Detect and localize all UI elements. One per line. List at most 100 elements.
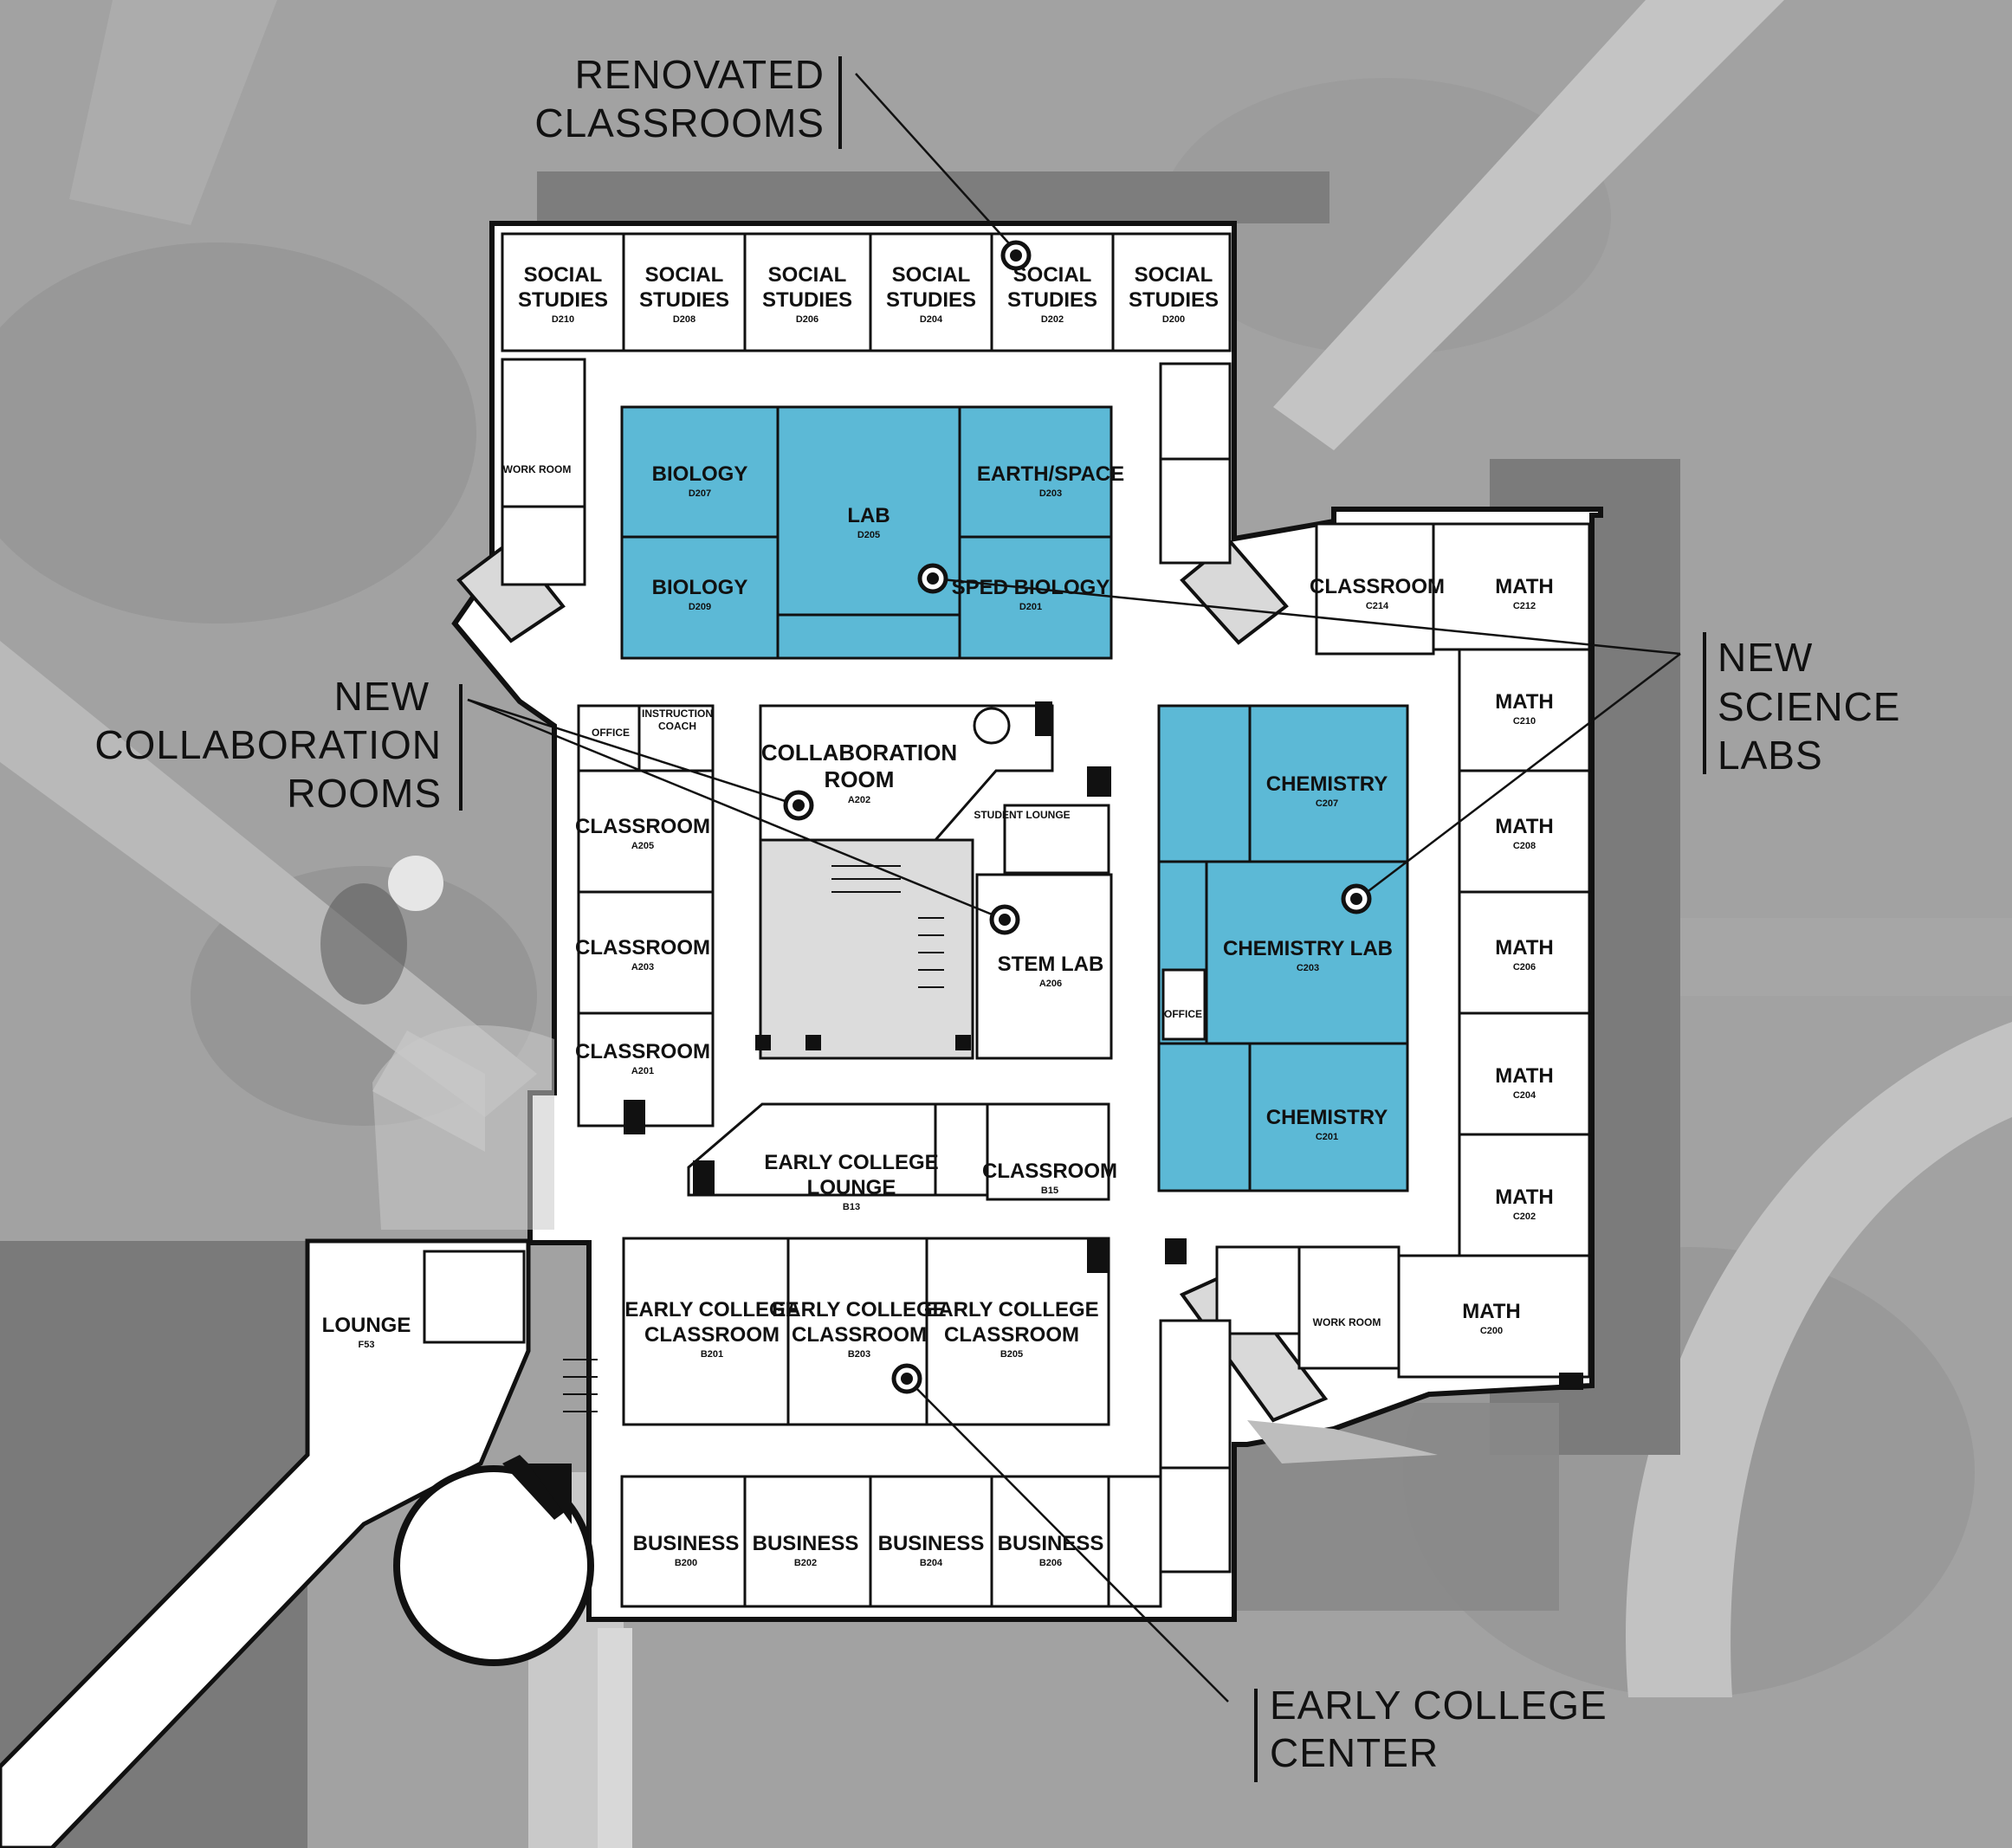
room-label-d205-line1: LAB: [847, 504, 890, 527]
callout-early-line2: CENTER: [1270, 1730, 1439, 1775]
room-number-c210: C210: [1513, 716, 1536, 727]
room-number-b202: B202: [794, 1558, 817, 1568]
room-label-b202-line1: BUSINESS: [753, 1532, 859, 1555]
room-label-d207-line1: BIOLOGY: [652, 462, 748, 486]
room-number-c204: C204: [1513, 1090, 1536, 1101]
room-label-c207-line1: CHEMISTRY: [1266, 772, 1388, 796]
rooms: [423, 232, 1591, 1608]
room-label-b201-line1: EARLY COLLEGE: [624, 1298, 799, 1321]
marker-dots: [783, 240, 1372, 1394]
room-labels: SOCIALSTUDIESD210SOCIALSTUDIESD208SOCIAL…: [322, 263, 1554, 1568]
room-number-a201: A201: [631, 1066, 654, 1076]
room-number-d203: D203: [1039, 488, 1062, 499]
room-label-c204-line1: MATH: [1495, 1064, 1554, 1088]
callout-early-college-center: EARLY COLLEGE CENTER: [1270, 1683, 1608, 1775]
callout-science-line2: SCIENCE: [1718, 684, 1900, 729]
room-label-b200-line1: BUSINESS: [633, 1532, 740, 1555]
room-number-d206: D206: [796, 314, 818, 325]
room-number-b206: B206: [1039, 1558, 1062, 1568]
room-number-a202: A202: [848, 795, 870, 805]
room-label-coach-line1: INSTRUCTION: [642, 708, 713, 720]
room-label-c212-line1: MATH: [1495, 575, 1554, 598]
room-number-c208: C208: [1513, 841, 1536, 851]
room-label-d200-line1: SOCIAL: [1135, 263, 1213, 287]
room-number-c206: C206: [1513, 962, 1536, 972]
room-label-a203-line1: CLASSROOM: [575, 936, 710, 960]
room-number-c214: C214: [1366, 601, 1389, 611]
callout-early-line1: EARLY COLLEGE: [1270, 1683, 1608, 1728]
room-label-d200-line2: STUDIES: [1129, 288, 1219, 312]
callout-new-collaboration-rooms: NEW COLLABORATION ROOMS: [94, 674, 442, 816]
room-number-b203: B203: [848, 1349, 870, 1360]
room-number-b205: B205: [1000, 1349, 1023, 1360]
room-label-d208-line2: STUDIES: [639, 288, 729, 312]
room-label-d208-line1: SOCIAL: [645, 263, 724, 287]
room-number-b13: B13: [843, 1202, 860, 1212]
room-label-a205-line1: CLASSROOM: [575, 815, 710, 838]
room-label-a201-line1: CLASSROOM: [575, 1040, 710, 1063]
room-number-c201: C201: [1316, 1132, 1338, 1142]
room-number-d209: D209: [689, 602, 711, 612]
room-label-b201-line2: CLASSROOM: [644, 1323, 780, 1347]
room-label-c200-line1: MATH: [1462, 1300, 1521, 1323]
callout-collab-line2: COLLABORATION: [94, 722, 442, 767]
room-label-d206-line1: SOCIAL: [768, 263, 847, 287]
room-number-b200: B200: [675, 1558, 697, 1568]
room-label-f53-line1: LOUNGE: [322, 1314, 411, 1337]
room-label-b13-line2: LOUNGE: [807, 1176, 896, 1199]
marker-renovated: [1000, 240, 1032, 271]
room-label-d209-line1: BIOLOGY: [652, 576, 748, 599]
room-label-c201-line1: CHEMISTRY: [1266, 1106, 1388, 1129]
marker-sped-biology: [917, 563, 948, 594]
room-number-b204: B204: [920, 1558, 943, 1568]
room-label-d210-line1: SOCIAL: [524, 263, 603, 287]
room-number-d204: D204: [920, 314, 943, 325]
room-number-d207: D207: [689, 488, 711, 499]
room-label-d206-line2: STUDIES: [762, 288, 852, 312]
room-label-a202-line1: COLLABORATION: [761, 740, 957, 766]
room-label-a206-line1: STEM LAB: [998, 953, 1104, 976]
room-label-student_lounge-line1: STUDENT LOUNGE: [974, 809, 1070, 821]
room-number-f53: F53: [359, 1340, 375, 1350]
room-number-a205: A205: [631, 841, 654, 851]
callout-new-science-labs: NEW SCIENCE LABS: [1718, 635, 1900, 778]
callout-leader-lines: [459, 56, 1706, 1782]
room-label-b15-line1: CLASSROOM: [982, 1160, 1117, 1183]
room-label-b204-line1: BUSINESS: [878, 1532, 985, 1555]
marker-chemistry-lab: [1341, 883, 1372, 914]
room-label-b203-line1: EARLY COLLEGE: [772, 1298, 946, 1321]
room-label-a202-line2: ROOM: [825, 766, 895, 792]
room-number-c212: C212: [1513, 601, 1536, 611]
callout-science-line3: LABS: [1718, 733, 1823, 778]
room-number-d205: D205: [857, 530, 880, 540]
room-label-b205-line1: EARLY COLLEGE: [924, 1298, 1098, 1321]
room-number-d201: D201: [1019, 602, 1042, 612]
callout-renovated-line2: CLASSROOMS: [534, 100, 825, 145]
callout-collab-line1: NEW: [334, 674, 430, 719]
room-label-b206-line1: BUSINESS: [998, 1532, 1104, 1555]
room-label-c202-line1: MATH: [1495, 1186, 1554, 1209]
room-label-b203-line2: CLASSROOM: [792, 1323, 927, 1347]
marker-stem-lab: [989, 904, 1020, 935]
room-label-c214-line1: CLASSROOM: [1310, 575, 1445, 598]
room-label-workroom_c-line1: WORK ROOM: [1313, 1316, 1381, 1328]
room-label-b205-line2: CLASSROOM: [944, 1323, 1079, 1347]
room-label-d204-line1: SOCIAL: [892, 263, 971, 287]
room-label-c208-line1: MATH: [1495, 815, 1554, 838]
room-number-a203: A203: [631, 962, 654, 972]
room-number-a206: A206: [1039, 979, 1062, 989]
room-label-d202-line1: SOCIAL: [1013, 263, 1092, 287]
room-label-d203-line1: EARTH/SPACE: [977, 462, 1124, 486]
callout-science-line1: NEW: [1718, 635, 1813, 680]
room-label-office_a-line1: OFFICE: [592, 727, 630, 739]
room-label-office_c-line1: OFFICE: [1164, 1008, 1202, 1020]
callout-renovated-line1: RENOVATED: [575, 52, 825, 97]
room-number-c203: C203: [1297, 963, 1319, 973]
room-label-workroom_d-line1: WORK ROOM: [503, 463, 572, 475]
room-number-c200: C200: [1480, 1326, 1503, 1336]
marker-collaboration-room: [783, 790, 814, 821]
callout-renovated-classrooms: RENOVATED CLASSROOMS: [534, 52, 825, 145]
room-number-d202: D202: [1041, 314, 1064, 325]
marker-early-college: [891, 1363, 922, 1394]
